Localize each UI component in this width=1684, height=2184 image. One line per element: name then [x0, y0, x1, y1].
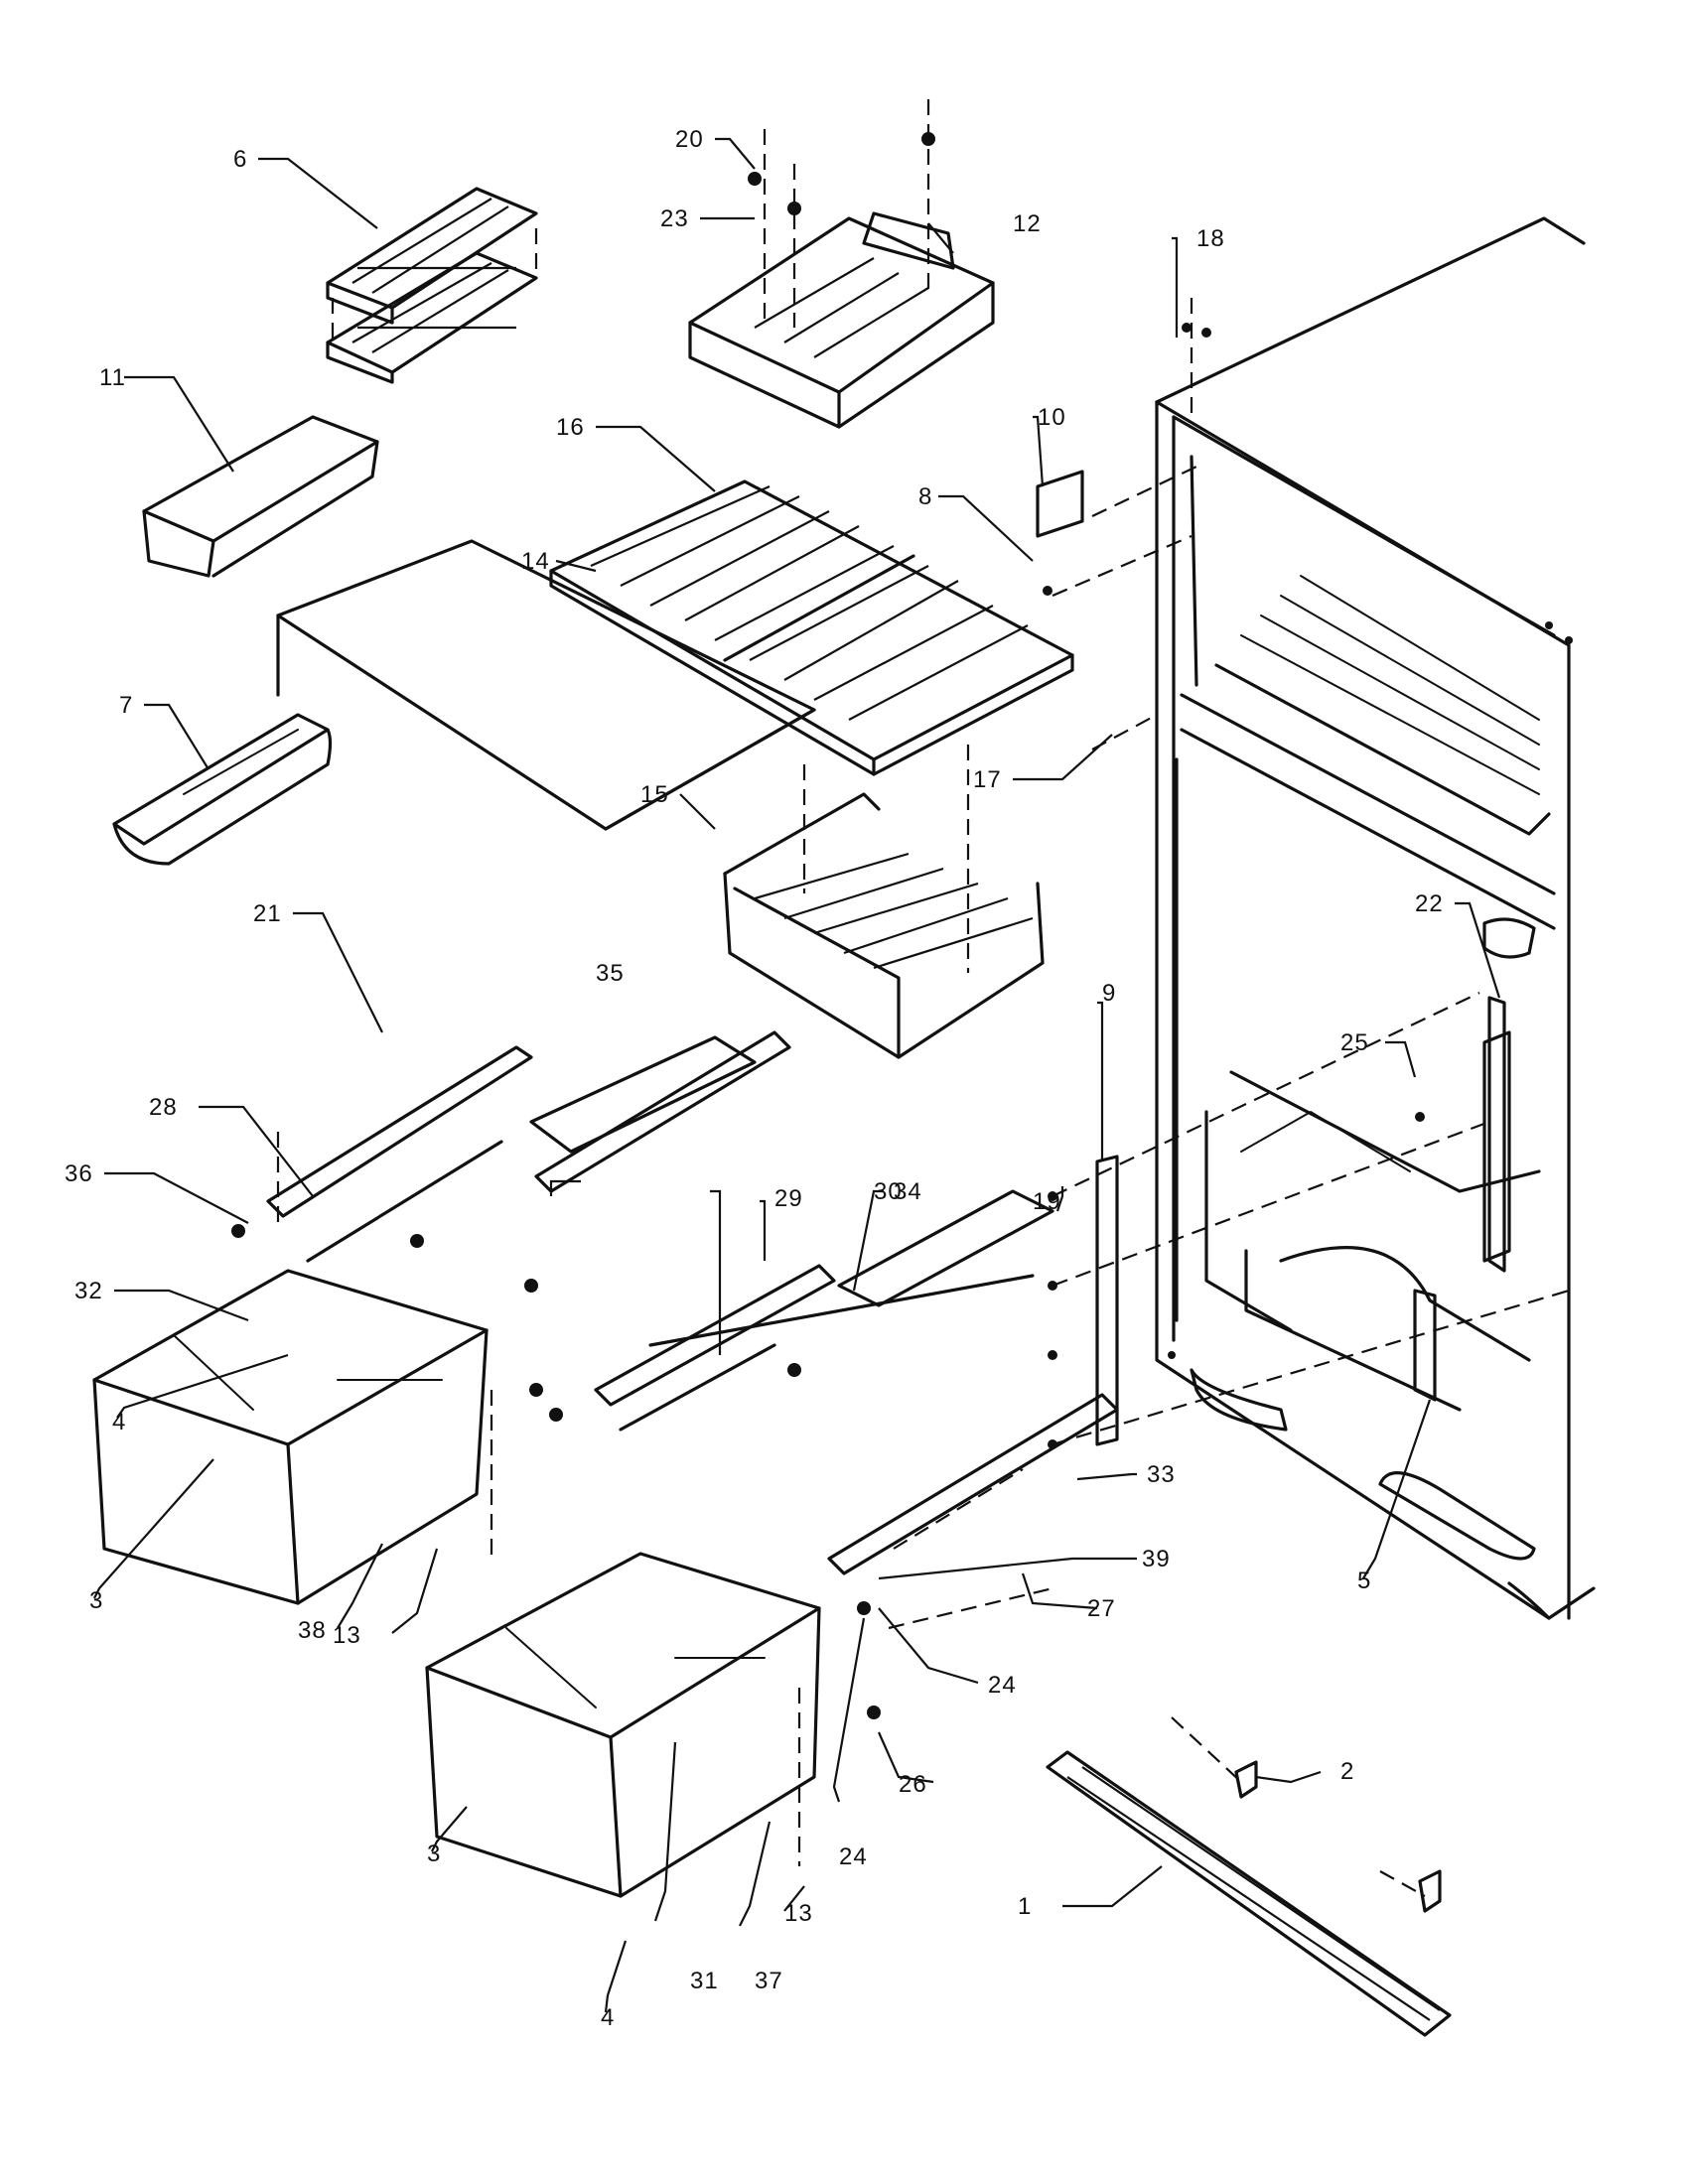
callout-15: 15 [640, 781, 669, 808]
callout-14: 14 [521, 548, 550, 575]
callout-8: 8 [918, 483, 932, 510]
assembly-lines [276, 99, 1570, 1897]
ice-trays [326, 187, 538, 384]
grille-rail [1046, 1750, 1452, 2037]
callout-16: 16 [556, 414, 585, 441]
callout-18: 18 [1196, 225, 1225, 252]
callout-34: 34 [894, 1178, 922, 1205]
callout-4-upper: 4 [112, 1409, 126, 1435]
leader-lines [93, 137, 1501, 2013]
callout-33: 33 [1147, 1461, 1176, 1488]
callout-7: 7 [119, 692, 133, 719]
crisper-cover [276, 539, 816, 831]
callout-27: 27 [1087, 1595, 1116, 1622]
part-10-bracket [1036, 470, 1084, 538]
callout-35: 35 [596, 960, 625, 987]
lower-crisper-frame [549, 1189, 1119, 1719]
callout-24-upper: 24 [988, 1672, 1017, 1699]
callout-20: 20 [675, 126, 704, 153]
freezer-shelf [549, 479, 1074, 776]
callout-9: 9 [1102, 980, 1116, 1007]
callout-31: 31 [690, 1968, 719, 1994]
callout-24-lower: 24 [839, 1843, 868, 1870]
refrigerator-cabinet [1155, 216, 1596, 1620]
callout-13-lower: 13 [784, 1900, 813, 1927]
callout-12: 12 [1013, 210, 1042, 237]
callout-36: 36 [65, 1160, 93, 1187]
callout-32: 32 [74, 1278, 103, 1304]
callout-23: 23 [660, 205, 689, 232]
callout-19: 19 [1033, 1188, 1061, 1215]
part-9-strip [1095, 1155, 1119, 1446]
callout-11: 11 [99, 364, 126, 391]
callout-labels: 1 2 3 3 4 4 5 6 7 8 9 10 11 12 13 13 14 … [65, 126, 1444, 2031]
callout-17: 17 [973, 766, 1002, 793]
door-bin [112, 713, 333, 866]
callout-13-upper: 13 [333, 1622, 361, 1649]
part-22-strip [1482, 1030, 1511, 1263]
callout-22: 22 [1415, 890, 1444, 917]
callout-28: 28 [149, 1094, 178, 1121]
callout-5: 5 [1357, 1568, 1371, 1594]
callout-38: 38 [298, 1617, 327, 1644]
callout-6: 6 [233, 146, 247, 173]
callout-25: 25 [1340, 1029, 1369, 1056]
upper-crisper-frame [231, 1030, 791, 1397]
callout-37: 37 [755, 1968, 783, 1994]
wire-basket [723, 792, 1045, 1059]
lower-crisper-drawer [425, 1552, 821, 1898]
upper-crisper-drawer [92, 1269, 489, 1605]
callout-26: 26 [899, 1771, 927, 1798]
callout-39: 39 [1142, 1546, 1171, 1572]
callout-29: 29 [774, 1185, 803, 1212]
callout-1: 1 [1018, 1893, 1032, 1920]
storage-bin [142, 415, 379, 578]
callout-3-lower: 3 [427, 1841, 441, 1867]
ice-container [688, 211, 995, 429]
callout-4-lower: 4 [601, 2004, 615, 2031]
callout-30: 30 [874, 1178, 903, 1205]
callout-10: 10 [1038, 404, 1066, 431]
callout-2: 2 [1340, 1758, 1354, 1785]
callout-21: 21 [253, 900, 282, 927]
callout-3-upper: 3 [89, 1587, 103, 1614]
